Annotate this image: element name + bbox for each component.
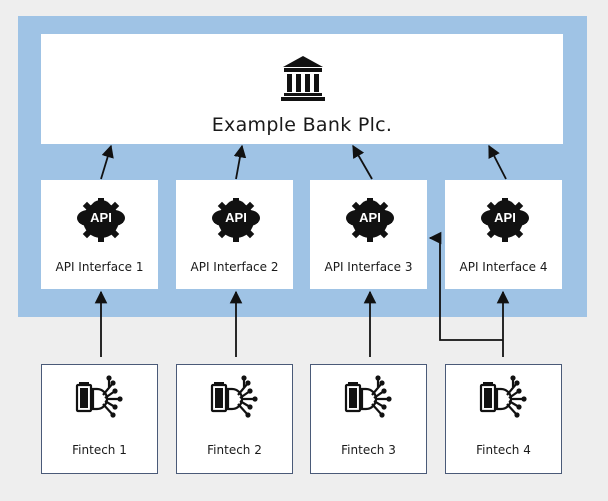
api-interface-label: API Interface 1 <box>55 260 144 274</box>
api-interface-1-box: API API Interface 1 <box>41 180 158 289</box>
api-icon-text: API <box>225 210 247 225</box>
fintech-circuit-icon <box>75 375 123 418</box>
api-cloud-gear-icon: API <box>346 198 394 242</box>
api-interface-4-box: API API Interface 4 <box>445 180 562 289</box>
arrow-api1-to-bank <box>100 144 114 180</box>
api-interface-label: API Interface 4 <box>459 260 548 274</box>
arrow-api2-to-bank <box>233 144 247 180</box>
api-cloud-gear-icon: API <box>212 198 260 242</box>
api-interface-label: API Interface 2 <box>190 260 279 274</box>
api-icon-text: API <box>494 210 516 225</box>
fintech-label: Fintech 3 <box>341 443 396 457</box>
api-icon-text: API <box>90 210 112 225</box>
fintech-label: Fintech 1 <box>72 443 127 457</box>
arrow-fintech4-to-api3 <box>428 231 503 341</box>
api-interface-3-box: API API Interface 3 <box>310 180 427 289</box>
fintech-1-box: Fintech 1 <box>41 364 158 474</box>
fintech-2-box: Fintech 2 <box>176 364 293 474</box>
bank-building-icon <box>281 56 325 101</box>
fintech-3-box: Fintech 3 <box>310 364 427 474</box>
bank-box <box>41 34 563 144</box>
arrow-api3-to-bank <box>352 144 373 180</box>
bank-name: Example Bank Plc. <box>211 114 393 136</box>
api-interface-2-box: API API Interface 2 <box>176 180 293 289</box>
api-icon-text: API <box>359 210 381 225</box>
arrow-api4-to-bank <box>488 144 507 180</box>
fintech-label: Fintech 2 <box>207 443 262 457</box>
fintech-circuit-icon <box>210 375 258 418</box>
fintech-label: Fintech 4 <box>476 443 531 457</box>
api-cloud-gear-icon: API <box>77 198 125 242</box>
fintech-4-box: Fintech 4 <box>445 364 562 474</box>
fintech-circuit-icon <box>479 375 527 418</box>
fintech-circuit-icon <box>344 375 392 418</box>
api-cloud-gear-icon: API <box>481 198 529 242</box>
api-interface-label: API Interface 3 <box>324 260 413 274</box>
